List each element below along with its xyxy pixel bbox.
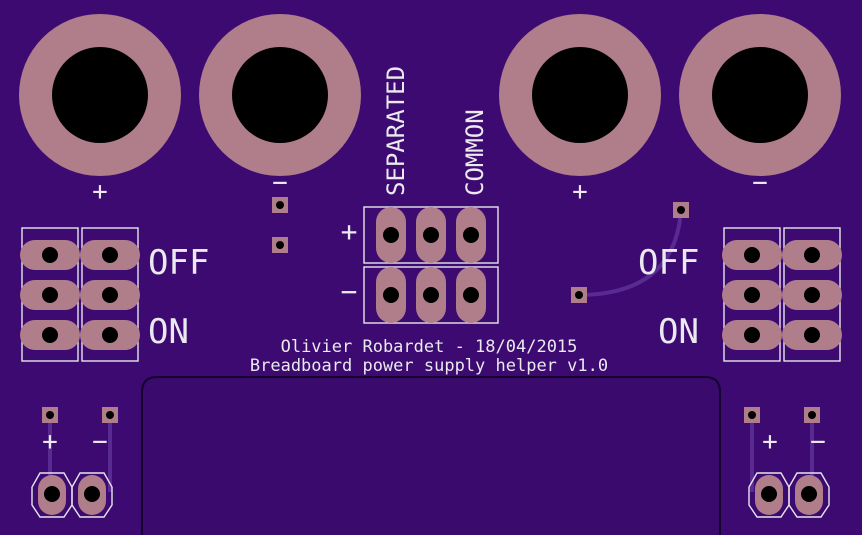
switch-left-pin-5	[20, 320, 80, 350]
bottom-right-pin-2	[795, 475, 823, 515]
switch-right-pin-6	[782, 320, 842, 350]
binding-post-right-minus	[679, 14, 841, 176]
switch-left-off-label: OFF	[148, 243, 209, 283]
switch-left-pin-2	[80, 240, 140, 270]
bottom-left-pin-1	[38, 475, 66, 515]
via-right-bottom	[571, 287, 587, 303]
switch-right-pin-5	[722, 320, 782, 350]
bottom-left-via-plus	[42, 407, 58, 423]
switch-left-pin-4	[80, 280, 140, 310]
bottom-left-header	[31, 472, 113, 518]
switch-right-pin-3	[722, 280, 782, 310]
jumper-pin-1	[376, 207, 406, 263]
breadboard-cutout-outline	[141, 376, 721, 535]
jumper-pin-2	[416, 207, 446, 263]
post-label-left-plus: +	[92, 177, 108, 207]
via-left-bottom	[272, 237, 288, 253]
switch-left-on-label: ON	[148, 312, 189, 352]
bottom-right-header	[748, 472, 830, 518]
switch-left-pin-1	[20, 240, 80, 270]
bottom-right-minus-label: −	[810, 427, 826, 457]
bottom-left-minus-label: −	[92, 427, 108, 457]
bottom-right-pin-1	[755, 475, 783, 515]
post-label-right-plus: +	[572, 177, 588, 207]
switch-left-pin-3	[20, 280, 80, 310]
bottom-left-pin-2	[78, 475, 106, 515]
switch-right	[722, 227, 842, 362]
via-right-top	[673, 202, 689, 218]
author-line: Olivier Robardet - 18/04/2015	[281, 337, 578, 357]
trace-right-switch	[577, 209, 683, 297]
switch-right-off-label: OFF	[638, 243, 699, 283]
switch-right-pin-4	[782, 280, 842, 310]
label-common: COMMON	[461, 109, 489, 196]
bottom-left-via-minus	[102, 407, 118, 423]
label-separated: SEPARATED	[382, 66, 410, 196]
switch-left	[20, 227, 140, 362]
switch-right-pin-1	[722, 240, 782, 270]
jumper-pin-5	[416, 267, 446, 323]
post-label-right-minus: −	[752, 168, 768, 198]
post-label-left-minus: −	[272, 168, 288, 198]
switch-right-on-label: ON	[658, 312, 699, 352]
jumper-pin-6	[456, 267, 486, 323]
jumper-pin-3	[456, 207, 486, 263]
bottom-right-via-plus	[744, 407, 760, 423]
jumper-label-plus: +	[341, 215, 358, 248]
jumper-header	[363, 206, 499, 324]
binding-post-right-plus	[499, 14, 661, 176]
bottom-right-via-minus	[804, 407, 820, 423]
switch-right-pin-2	[782, 240, 842, 270]
jumper-pin-4	[376, 267, 406, 323]
jumper-label-minus: −	[341, 275, 358, 308]
switch-left-pin-6	[80, 320, 140, 350]
bottom-right-plus-label: +	[762, 427, 778, 457]
title-line: Breadboard power supply helper v1.0	[250, 356, 608, 376]
binding-post-left-minus	[199, 14, 361, 176]
via-left-top	[272, 197, 288, 213]
binding-post-left-plus	[19, 14, 181, 176]
bottom-left-plus-label: +	[42, 427, 58, 457]
